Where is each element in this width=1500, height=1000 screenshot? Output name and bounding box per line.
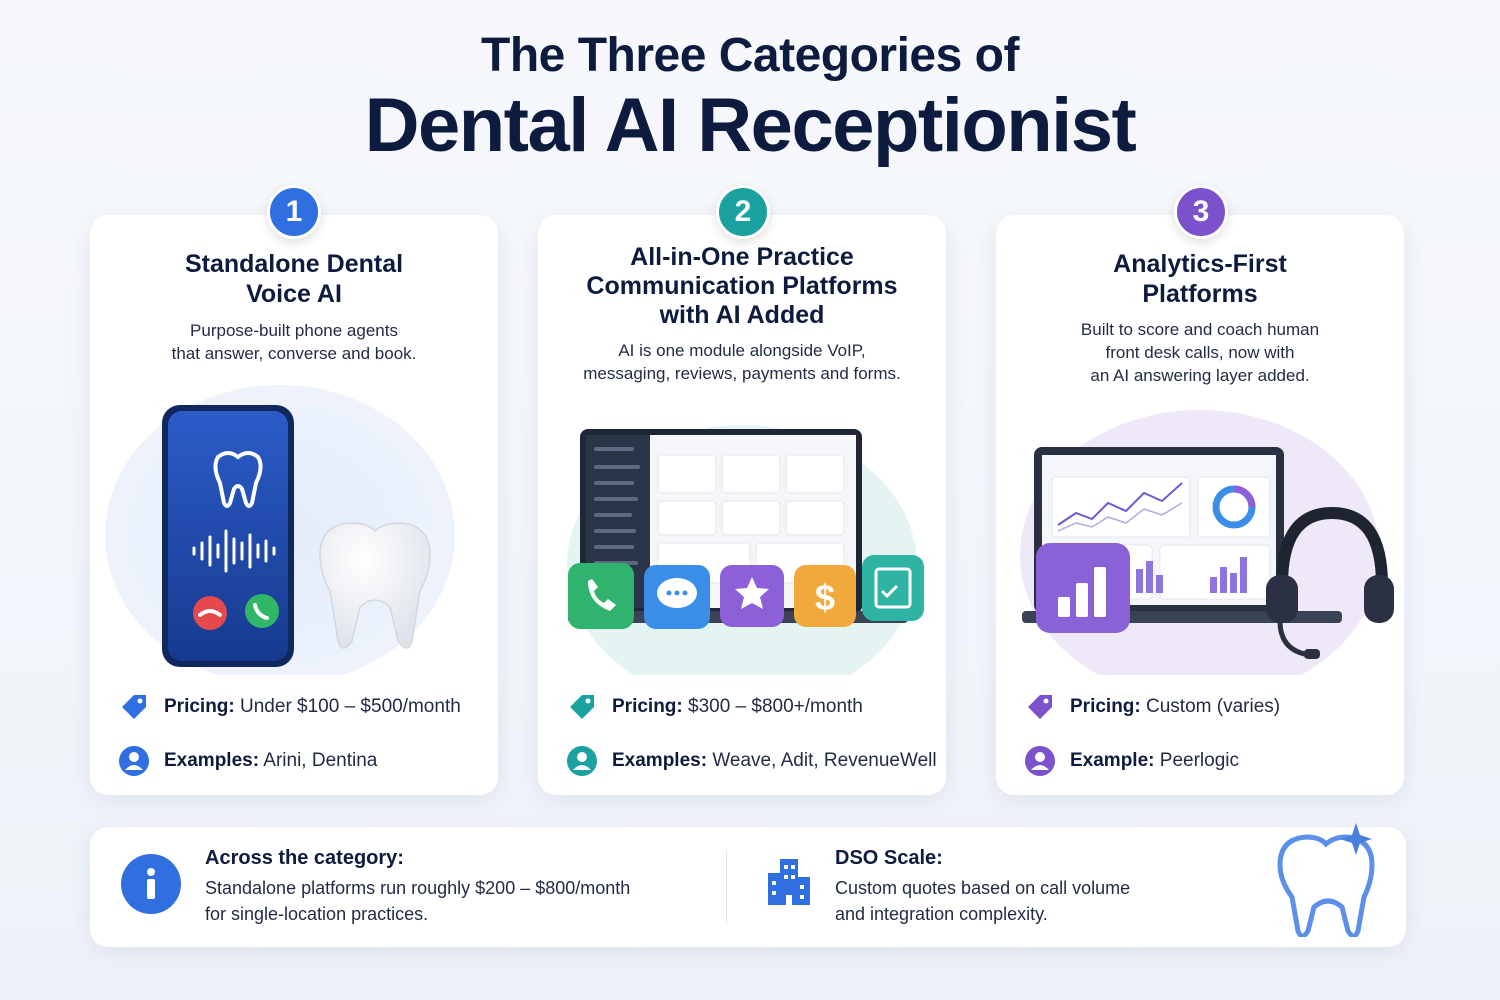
category-number-2: 2 bbox=[716, 185, 770, 239]
card-title: All-in-One Practice Communication Platfo… bbox=[586, 243, 898, 329]
pricing-row: Pricing: Under $100 – $500/month bbox=[118, 691, 461, 723]
category-card-all-in-one: All-in-One Practice Communication Platfo… bbox=[538, 215, 946, 795]
dso-scale-text: Custom quotes based on call volume and i… bbox=[835, 878, 1131, 924]
category-number-1: 1 bbox=[267, 185, 321, 239]
laptop-apps-illustration: $ bbox=[567, 425, 924, 675]
price-tag-icon bbox=[1028, 695, 1052, 719]
card-title: Standalone Dental Voice AI bbox=[184, 250, 404, 308]
page-title-line2: Dental AI Receptionist bbox=[364, 83, 1137, 168]
pricing-row: Pricing: $300 – $800+/month bbox=[566, 691, 863, 723]
page-title-line1: The Three Categories of bbox=[481, 29, 1019, 82]
user-icon bbox=[1025, 746, 1055, 776]
card-description: AI is one module alongside VoIP, messagi… bbox=[583, 341, 901, 383]
waveform-icon bbox=[192, 529, 276, 573]
card-description: Built to score and coach human front des… bbox=[1080, 320, 1320, 385]
examples-row: Examples: Weave, Adit, RevenueWell bbox=[566, 745, 937, 777]
price-tag-icon bbox=[122, 695, 146, 719]
svg-text:$: $ bbox=[815, 577, 835, 618]
examples-row: Example: Peerlogic bbox=[1024, 745, 1239, 777]
summary-panel: Across the category: Standalone platform… bbox=[90, 823, 1406, 947]
category-number-3: 3 bbox=[1174, 185, 1228, 239]
headset-icon bbox=[1266, 506, 1394, 659]
phone-app-icon bbox=[568, 563, 634, 629]
user-icon bbox=[119, 746, 149, 776]
divider bbox=[726, 851, 727, 923]
examples-row: Examples: Arini, Dentina bbox=[118, 745, 377, 777]
dashboard-headset-illustration bbox=[1020, 410, 1394, 675]
info-icon bbox=[121, 854, 181, 914]
user-icon bbox=[567, 746, 597, 776]
across-category-text: Standalone platforms run roughly $200 – … bbox=[205, 878, 631, 924]
price-tag-icon bbox=[570, 695, 594, 719]
dollar-app-icon bbox=[794, 565, 856, 627]
building-icon bbox=[768, 859, 810, 905]
tooth-icon bbox=[213, 451, 263, 508]
accept-call-icon bbox=[245, 594, 279, 628]
phone-tooth-illustration bbox=[105, 385, 455, 675]
pricing-row: Pricing: Custom (varies) bbox=[1024, 691, 1280, 723]
category-card-standalone: Standalone Dental Voice AI Purpose-built… bbox=[90, 215, 498, 795]
tooth-model-icon bbox=[319, 522, 431, 649]
card-description: Purpose-built phone agents that answer, … bbox=[171, 321, 417, 363]
sparkle-tooth-icon bbox=[1277, 823, 1375, 937]
across-category-title: Across the category: bbox=[205, 847, 404, 869]
category-card-analytics: Analytics-First Platforms Built to score… bbox=[996, 215, 1404, 795]
card-title: Analytics-First Platforms bbox=[1113, 250, 1287, 308]
dso-scale-title: DSO Scale: bbox=[835, 847, 943, 869]
